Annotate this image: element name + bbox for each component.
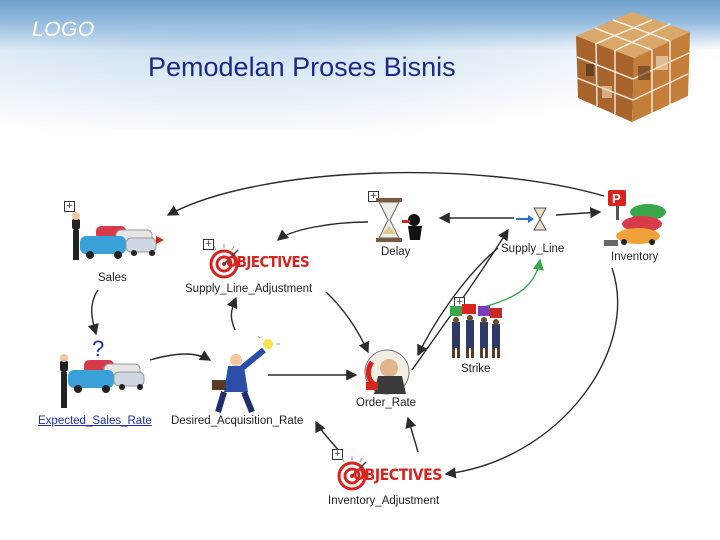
expected-sales-rate-cars-icon[interactable] <box>54 350 154 412</box>
sales-cars-icon[interactable] <box>66 212 166 272</box>
expand-sales-icon[interactable]: + <box>64 201 75 212</box>
desired-acquisition-rate-label: Desired_Acquisition_Rate <box>171 415 304 427</box>
inventory-adjustment-label: Inventory_Adjustment <box>328 495 440 507</box>
strike-label: Strike <box>461 363 491 375</box>
delay-label: Delay <box>381 246 411 258</box>
supply-line-adjustment-label: Supply_Line_Adjustment <box>185 283 313 295</box>
arrow-sales-to-expected <box>87 289 99 336</box>
arrow-delay-to-supplyadjustment <box>276 221 369 241</box>
arrow-desired-to-supplyadjustment <box>226 296 238 331</box>
arrow-expected-to-desired <box>149 350 212 361</box>
inventory-parking-icon[interactable]: P <box>602 188 672 252</box>
inventory-label: Inventory <box>611 251 659 263</box>
logo: LOGO <box>32 18 95 41</box>
desired-acquisition-rate-businessman-icon[interactable] <box>208 336 286 416</box>
arrow-inventory-to-inventoryadjustment <box>444 267 619 479</box>
supply-line-hourglass-icon[interactable] <box>516 206 556 232</box>
arrow-inventory-to-sales <box>166 171 605 216</box>
inventory-adjustment-badge: OBJECTIVES <box>353 465 442 484</box>
sales-label: Sales <box>98 272 127 284</box>
expected-sales-rate-label[interactable]: Expected_Sales_Rate <box>38 415 152 427</box>
arrow-supplyline-to-orderrate <box>417 247 499 357</box>
order-rate-phone-icon[interactable] <box>362 346 412 398</box>
arrow-inventoryadjustment-to-orderrate <box>405 416 419 453</box>
hourglass-icon[interactable] <box>372 196 432 246</box>
supply-line-adjustment-badge: OBJECTIVES <box>226 253 310 271</box>
arrow-strike-to-supplyline <box>479 258 544 309</box>
arrow-supplyline-to-inventory <box>555 207 602 219</box>
arrow-inventoryadjustment-to-desired <box>315 420 341 453</box>
arrow-supplyadjustment-to-orderrate <box>325 291 370 354</box>
question-mark-icon: ? <box>92 336 105 361</box>
expand-inventory-adjustment-icon[interactable]: + <box>332 449 343 460</box>
supply-line-adjustment-objectives-icon[interactable] <box>208 244 310 280</box>
supply-line-label: Supply_Line <box>501 243 565 255</box>
expand-delay-icon[interactable]: + <box>368 191 379 202</box>
strike-protesters-icon[interactable] <box>446 304 506 362</box>
expand-supply-line-adjustment-icon[interactable]: + <box>203 239 214 250</box>
order-rate-label: Order_Rate <box>356 397 417 409</box>
slide-title: Pemodelan Proses Bisnis <box>148 52 456 82</box>
photo-cube-graphic <box>576 12 690 122</box>
svg-text:P: P <box>612 191 621 206</box>
inventory-adjustment-objectives-icon[interactable] <box>336 456 440 492</box>
